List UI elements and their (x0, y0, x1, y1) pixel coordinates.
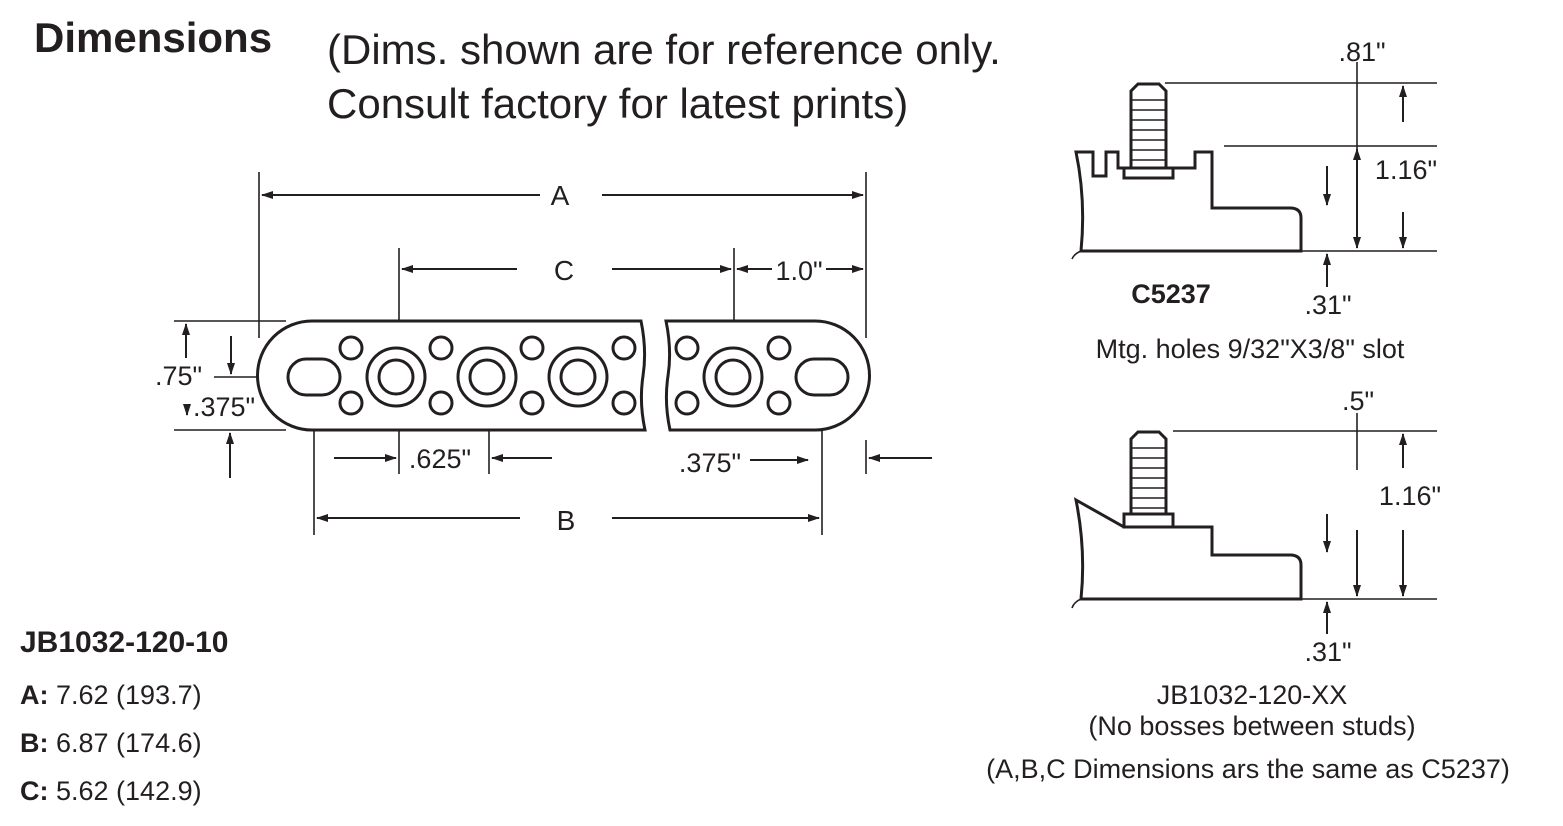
reference-note-line-1: (Dims. shown are for reference only. (327, 26, 1001, 73)
stud-2-outer (456, 346, 518, 408)
dim-width-label: .75" (155, 361, 202, 391)
jb-xx-stud-dim: .5" (1342, 386, 1374, 416)
c5237-stud-dim: .81" (1338, 37, 1385, 67)
dim-end-label: 1.0" (775, 256, 822, 286)
strip-left-segment (256, 319, 647, 432)
jb-xx-base-dim: .31" (1304, 637, 1351, 667)
dim-pitch-label: .625" (409, 444, 471, 474)
section-heading: Dimensions (34, 14, 273, 61)
mounting-slot-left (286, 357, 342, 397)
dim-c-label: C (554, 255, 574, 286)
spec-row-c: C: 5.62 (142.9) (20, 776, 202, 807)
spec-value: 7.62 (193.7) (48, 680, 202, 710)
spec-value: 5.62 (142.9) (48, 776, 202, 806)
stud-1-outer (365, 346, 427, 408)
dim-slot-label: .375" (679, 448, 741, 478)
plan-view: A C 1.0" B .625" .375" .75" .375" (155, 172, 932, 536)
jb-xx-height-dim: 1.16" (1379, 481, 1441, 511)
spec-key: B: (20, 728, 49, 758)
jb-xx-label: JB1032-120-XX (1157, 680, 1348, 710)
stud-3-inner (559, 358, 597, 396)
dim-a-label: A (551, 180, 570, 211)
dim-center-label: .375" (193, 392, 255, 422)
spec-key: C: (20, 776, 49, 806)
stud-3-outer (547, 346, 609, 408)
spec-row-b: B: 6.87 (174.6) (20, 728, 202, 759)
jb-xx-side-view: .5" 1.16" .31" JB1032-120-XX (No bosses … (986, 386, 1510, 784)
dim-b-label: B (557, 505, 576, 536)
strip-holes (286, 335, 850, 416)
jb-xx-note-2: (A,B,C Dimensions ars the same as C5237) (986, 754, 1510, 784)
stud-1-inner (377, 358, 415, 396)
strip-right-segment (664, 319, 871, 432)
c5237-base-dim: .31" (1304, 290, 1351, 320)
spec-key: A: (20, 680, 49, 710)
mounting-hole-note: Mtg. holes 9/32"X3/8" slot (1096, 334, 1405, 364)
stud-2-inner (468, 358, 506, 396)
c5237-label: C5237 (1131, 279, 1211, 309)
c5237-side-view: .81" 1.16" .31" C5237 Mtg. holes 9/32"X3… (1071, 37, 1437, 364)
spec-row-a: A: 7.62 (193.7) (20, 680, 202, 711)
jb-xx-note-1: (No bosses between studs) (1088, 711, 1415, 741)
c5237-height-dim: 1.16" (1375, 155, 1437, 185)
spec-value: 6.87 (174.6) (48, 728, 202, 758)
reference-note-line-2: Consult factory for latest prints) (327, 80, 909, 127)
stud-4-inner (714, 358, 752, 396)
stud-4-outer (702, 346, 764, 408)
part-number: JB1032-120-10 (20, 626, 229, 659)
mounting-slot-right (794, 357, 850, 397)
